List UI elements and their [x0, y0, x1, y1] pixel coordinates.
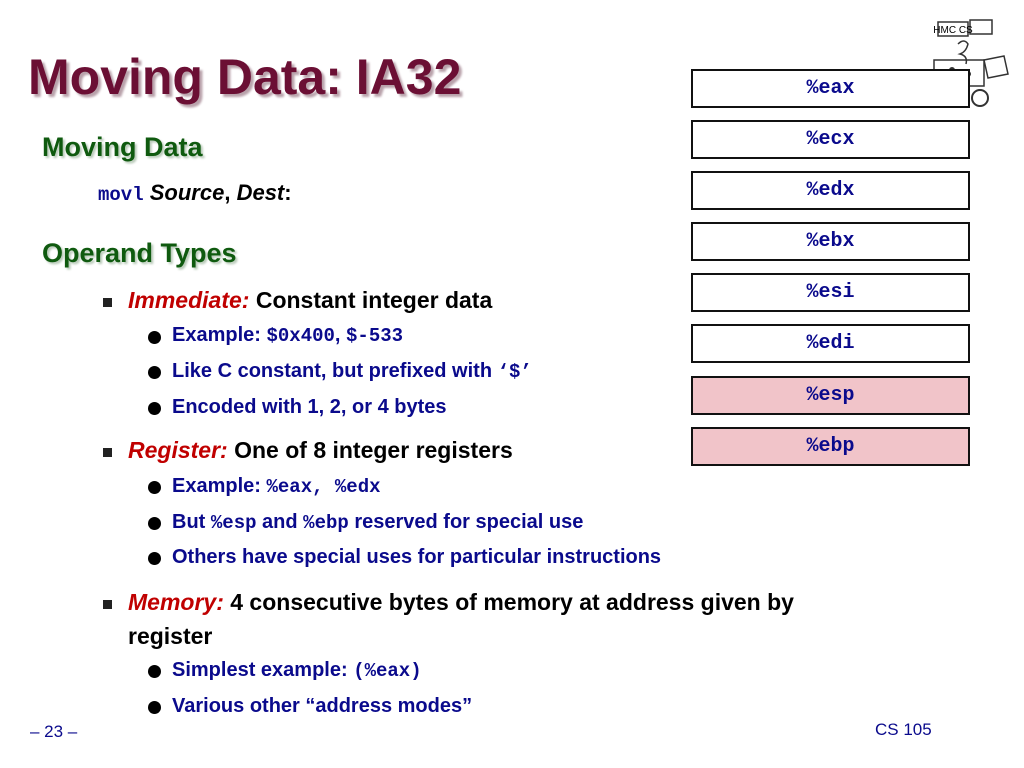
register-line: Register: One of 8 integer registers [128, 437, 513, 464]
bullet-dot [148, 701, 161, 714]
register-others-line: Others have special uses for particular … [172, 546, 662, 568]
heading-moving-data: Moving Data [42, 132, 203, 162]
immediate-like-line: Like C constant, but prefixed with ‘$’ [172, 360, 532, 383]
immediate-line: Immediate: Constant integer data [128, 287, 492, 314]
register-reserved-text: reserved for special use [348, 511, 584, 533]
register-box-ecx: %ecx [691, 120, 970, 159]
bullet-square [103, 600, 112, 609]
register-box-eax: %eax [691, 69, 970, 108]
movl-instruction: movl [98, 184, 144, 206]
register-box-edi: %edi [691, 324, 970, 363]
memory-desc: 4 consecutive bytes of memory at address… [223, 589, 794, 615]
movl-comma: , [224, 180, 231, 205]
slide-title: Moving Data: IA32 [28, 49, 462, 105]
register-box-ebx: %ebx [691, 222, 970, 261]
register-example-code: %eax, %edx [266, 476, 381, 498]
movl-source: Source [149, 180, 225, 205]
register-but-text: But [172, 511, 211, 533]
memory-simplest-label: Simplest example: [172, 659, 354, 681]
register-but-line: But %esp and %ebp reserved for special u… [172, 511, 583, 534]
bullet-dot [148, 481, 161, 494]
memory-line: Memory: 4 consecutive bytes of memory at… [128, 589, 794, 616]
footer-course: CS 105 [875, 720, 932, 739]
memory-line-2: register [128, 623, 213, 649]
immediate-like-text: Like C constant, but prefixed with [172, 360, 498, 382]
bullet-dot [148, 552, 161, 565]
memory-simplest-code: (%eax) [353, 660, 422, 682]
register-box-ebp: %ebp [691, 427, 970, 466]
register-box-edx: %edx [691, 171, 970, 210]
register-keyword: Register: [128, 437, 228, 463]
register-and-text: and [256, 511, 304, 533]
register-box-esi: %esi [691, 273, 970, 312]
movl-colon: : [284, 180, 292, 205]
movl-syntax-line: movl Source, Dest: [98, 180, 292, 206]
bullet-dot [148, 402, 161, 415]
register-but-code1: %esp [210, 512, 257, 534]
footer-page-number: – 23 – [30, 722, 78, 741]
register-box-esp: %esp [691, 376, 970, 415]
register-but-code2: %ebp [303, 512, 349, 534]
bullet-square [103, 448, 112, 457]
bullet-dot [148, 517, 161, 530]
memory-keyword: Memory: [128, 589, 224, 615]
register-desc: One of 8 integer registers [227, 437, 513, 463]
immediate-encoded-line: Encoded with 1, 2, or 4 bytes [172, 396, 447, 418]
immediate-example-code2: $-533 [346, 325, 404, 347]
immediate-like-code: ‘$’ [497, 361, 532, 383]
immediate-example-line: Example: $0x400, $-533 [172, 324, 403, 347]
immediate-desc: Constant integer data [249, 287, 493, 313]
register-example-line: Example: %eax, %edx [172, 475, 381, 498]
immediate-example-comma: , [334, 324, 347, 346]
memory-various-line: Various other “address modes” [172, 695, 473, 717]
movl-dest: Dest [236, 180, 285, 205]
immediate-example-code1: $0x400 [266, 325, 335, 347]
bullet-square [103, 298, 112, 307]
bullet-dot [148, 331, 161, 344]
bullet-dot [148, 665, 161, 678]
register-example-label: Example: [172, 475, 267, 497]
heading-operand-types: Operand Types [42, 238, 237, 268]
immediate-example-label: Example: [172, 324, 267, 346]
logo-text-hmc: HMC CS [933, 25, 973, 36]
bullet-dot [148, 366, 161, 379]
immediate-keyword: Immediate: [128, 287, 250, 313]
memory-simplest-line: Simplest example: (%eax) [172, 659, 422, 682]
